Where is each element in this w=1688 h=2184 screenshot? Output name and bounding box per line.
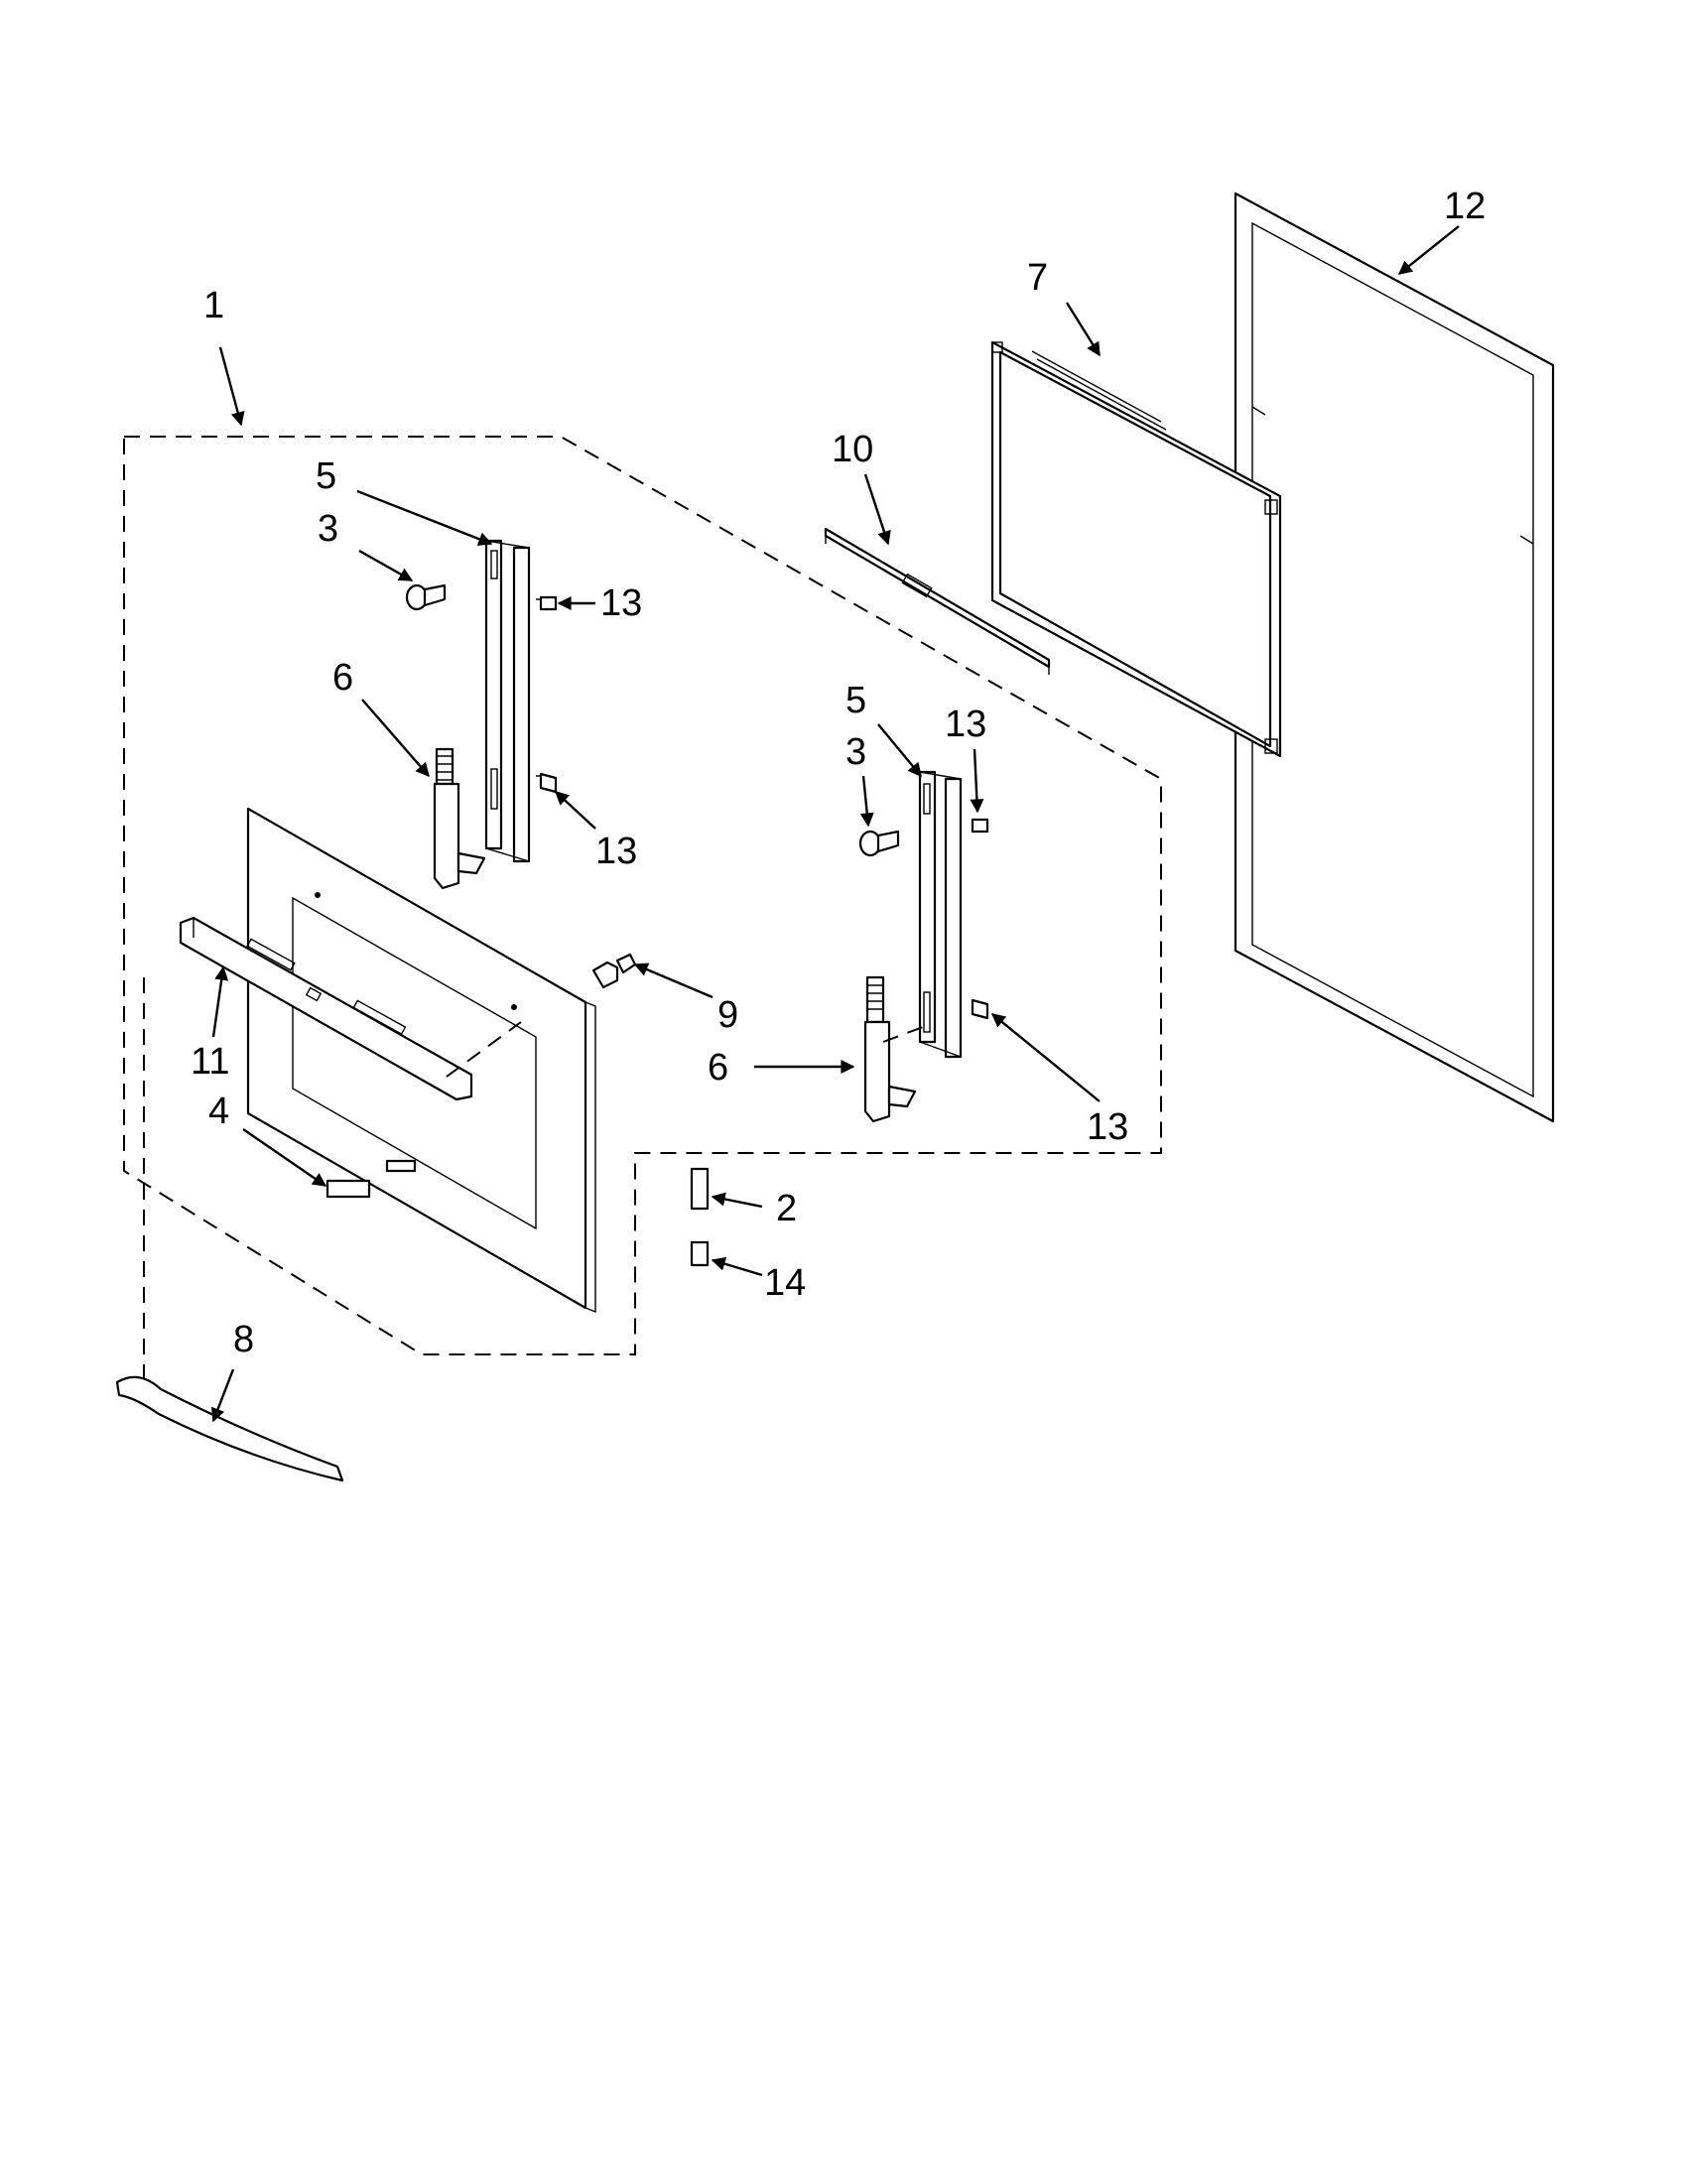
callout-13d: 13 (1087, 1106, 1128, 1148)
hinge-to-rail-leader-right (882, 1026, 924, 1043)
part-14-label (690, 1240, 710, 1267)
part-6-hinge-left (433, 747, 486, 890)
part-6-hinge-right (863, 975, 917, 1123)
callout-5b: 5 (845, 680, 866, 721)
leader-10 (863, 473, 891, 546)
part-13-clip-lower-left (536, 772, 558, 794)
part-2-label (690, 1167, 710, 1211)
part-12-outer-window (1234, 192, 1555, 1123)
callout-3a: 3 (318, 508, 338, 550)
callout-14: 14 (764, 1262, 806, 1304)
leader-11 (211, 965, 229, 1038)
leader-3a (358, 549, 414, 582)
part-4-badge (325, 1159, 417, 1199)
part-9-screw (591, 953, 637, 989)
part-10-bracket (824, 527, 1051, 675)
part-13-clip-lower-right (971, 998, 989, 1020)
callout-12: 12 (1444, 186, 1486, 227)
leader-7 (1065, 302, 1102, 357)
callout-11: 11 (191, 1041, 229, 1083)
leader-8 (210, 1368, 235, 1423)
callout-13b: 13 (595, 831, 637, 872)
callout-4: 4 (208, 1091, 229, 1132)
callout-5a: 5 (316, 455, 336, 497)
callout-1: 1 (203, 285, 224, 326)
callout-8: 8 (233, 1319, 254, 1360)
leader-9 (633, 963, 714, 999)
callout-6b: 6 (708, 1047, 728, 1089)
leader-6a (361, 699, 430, 778)
leader-13c (970, 748, 984, 814)
part-13-clip-upper-right (971, 818, 989, 834)
part-7-inner-panel (990, 340, 1282, 758)
callout-2: 2 (776, 1188, 797, 1229)
leader-14 (711, 1256, 763, 1277)
callout-13c: 13 (945, 704, 986, 745)
callout-10: 10 (832, 429, 873, 470)
part-3-screw-left (405, 583, 447, 611)
leader-3b (859, 775, 874, 828)
leader-2 (711, 1192, 763, 1209)
leader-4 (242, 1128, 327, 1187)
callout-6a: 6 (332, 657, 353, 699)
leader-13b (554, 791, 596, 830)
assembly-boundary (123, 436, 1162, 1355)
callout-7: 7 (1027, 257, 1048, 299)
leader-12 (1397, 225, 1460, 275)
leader-5b (877, 723, 922, 778)
leader-1 (218, 346, 245, 427)
handle-to-panel-leader (446, 1021, 522, 1078)
callout-13a: 13 (600, 582, 642, 624)
part-8-trim-strip (115, 1375, 344, 1482)
part-5-hinge-rail-left (484, 539, 531, 863)
part-11-handle-bar (179, 916, 473, 1101)
part-13-clip-upper-left (536, 595, 558, 611)
callout-3b: 3 (845, 731, 866, 773)
leader-13d (990, 1013, 1101, 1102)
callout-9: 9 (717, 994, 738, 1036)
leader-5a (356, 489, 493, 546)
part-3-screw-right (858, 830, 900, 857)
part-5-hinge-rail-right (918, 770, 963, 1059)
